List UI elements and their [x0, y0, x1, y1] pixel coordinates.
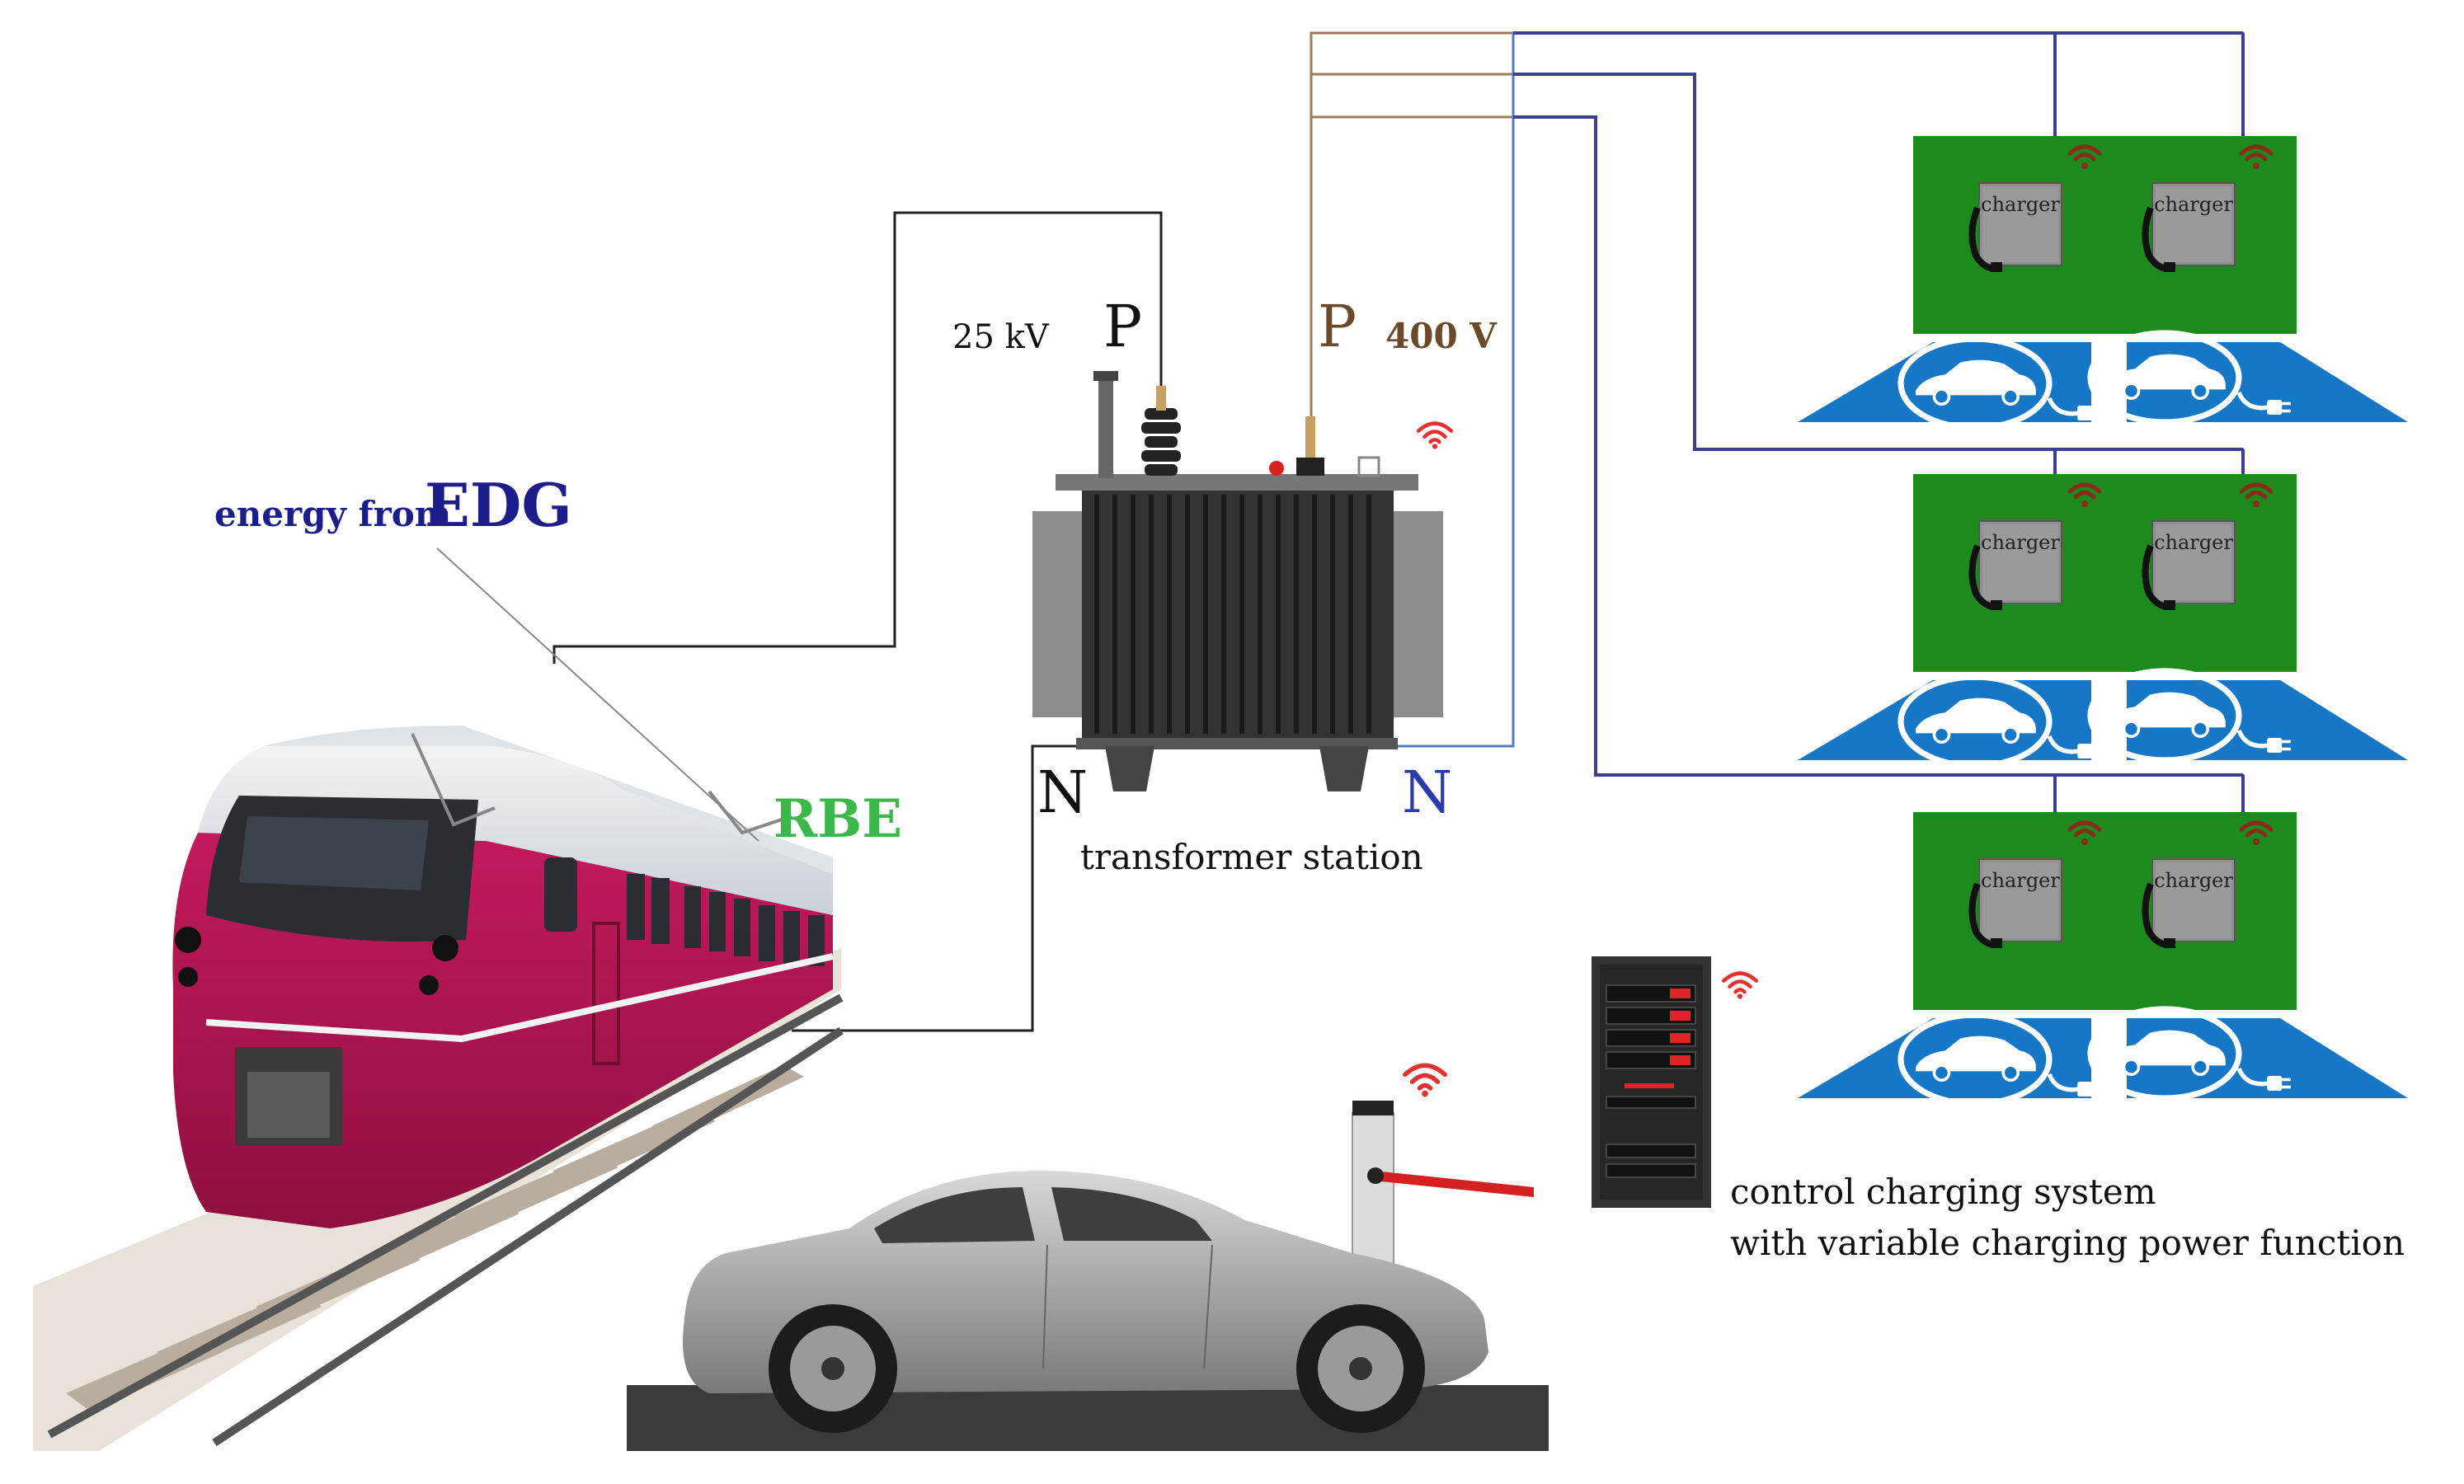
- charging-station-1: [1773, 136, 2433, 429]
- car-scene: [627, 1065, 1549, 1451]
- charging-station-3: [1773, 812, 2433, 1105]
- transformer-label: transformer station: [1080, 837, 1423, 877]
- n-left-label: N: [1037, 758, 1088, 826]
- energy-from-label: energy from: [214, 494, 451, 534]
- rbe-label: RBE: [774, 788, 902, 850]
- control-system-label-line1: control charging system: [1730, 1172, 2156, 1212]
- n-right-label: N: [1402, 758, 1452, 826]
- high-voltage-label: 25 kV: [952, 318, 1050, 356]
- p-high-label: P: [1103, 293, 1142, 360]
- cable-n-blue-3: [1513, 115, 2243, 777]
- charging-station-2: [1773, 474, 2433, 767]
- edg-pointer-line: [436, 547, 759, 842]
- barrier-icon: [1352, 1101, 1534, 1279]
- train: [33, 726, 844, 1451]
- wifi-icon: [1723, 974, 1756, 999]
- server-rack-icon: [1592, 956, 1711, 1208]
- transformer: [1032, 371, 1443, 791]
- charger-label: charger: [2154, 531, 2233, 554]
- control-system-label-line2: with variable charging power function: [1730, 1223, 2405, 1263]
- charger-label: charger: [2154, 869, 2233, 892]
- charger-label: charger: [1981, 531, 2060, 554]
- cable-train-to-hv: [553, 211, 1163, 664]
- charger-label: charger: [1981, 193, 2060, 216]
- edg-label: EDG: [425, 470, 572, 540]
- cable-n-blue-2: [1513, 73, 2243, 451]
- charger-label: charger: [2154, 193, 2233, 216]
- wifi-icon: [1418, 424, 1451, 449]
- charger-label: charger: [1981, 869, 2060, 892]
- low-voltage-label: 400 V: [1385, 316, 1498, 356]
- p-low-label: P: [1318, 293, 1357, 360]
- wifi-icon: [1405, 1065, 1445, 1097]
- cable-train-to-n: [792, 744, 1087, 1032]
